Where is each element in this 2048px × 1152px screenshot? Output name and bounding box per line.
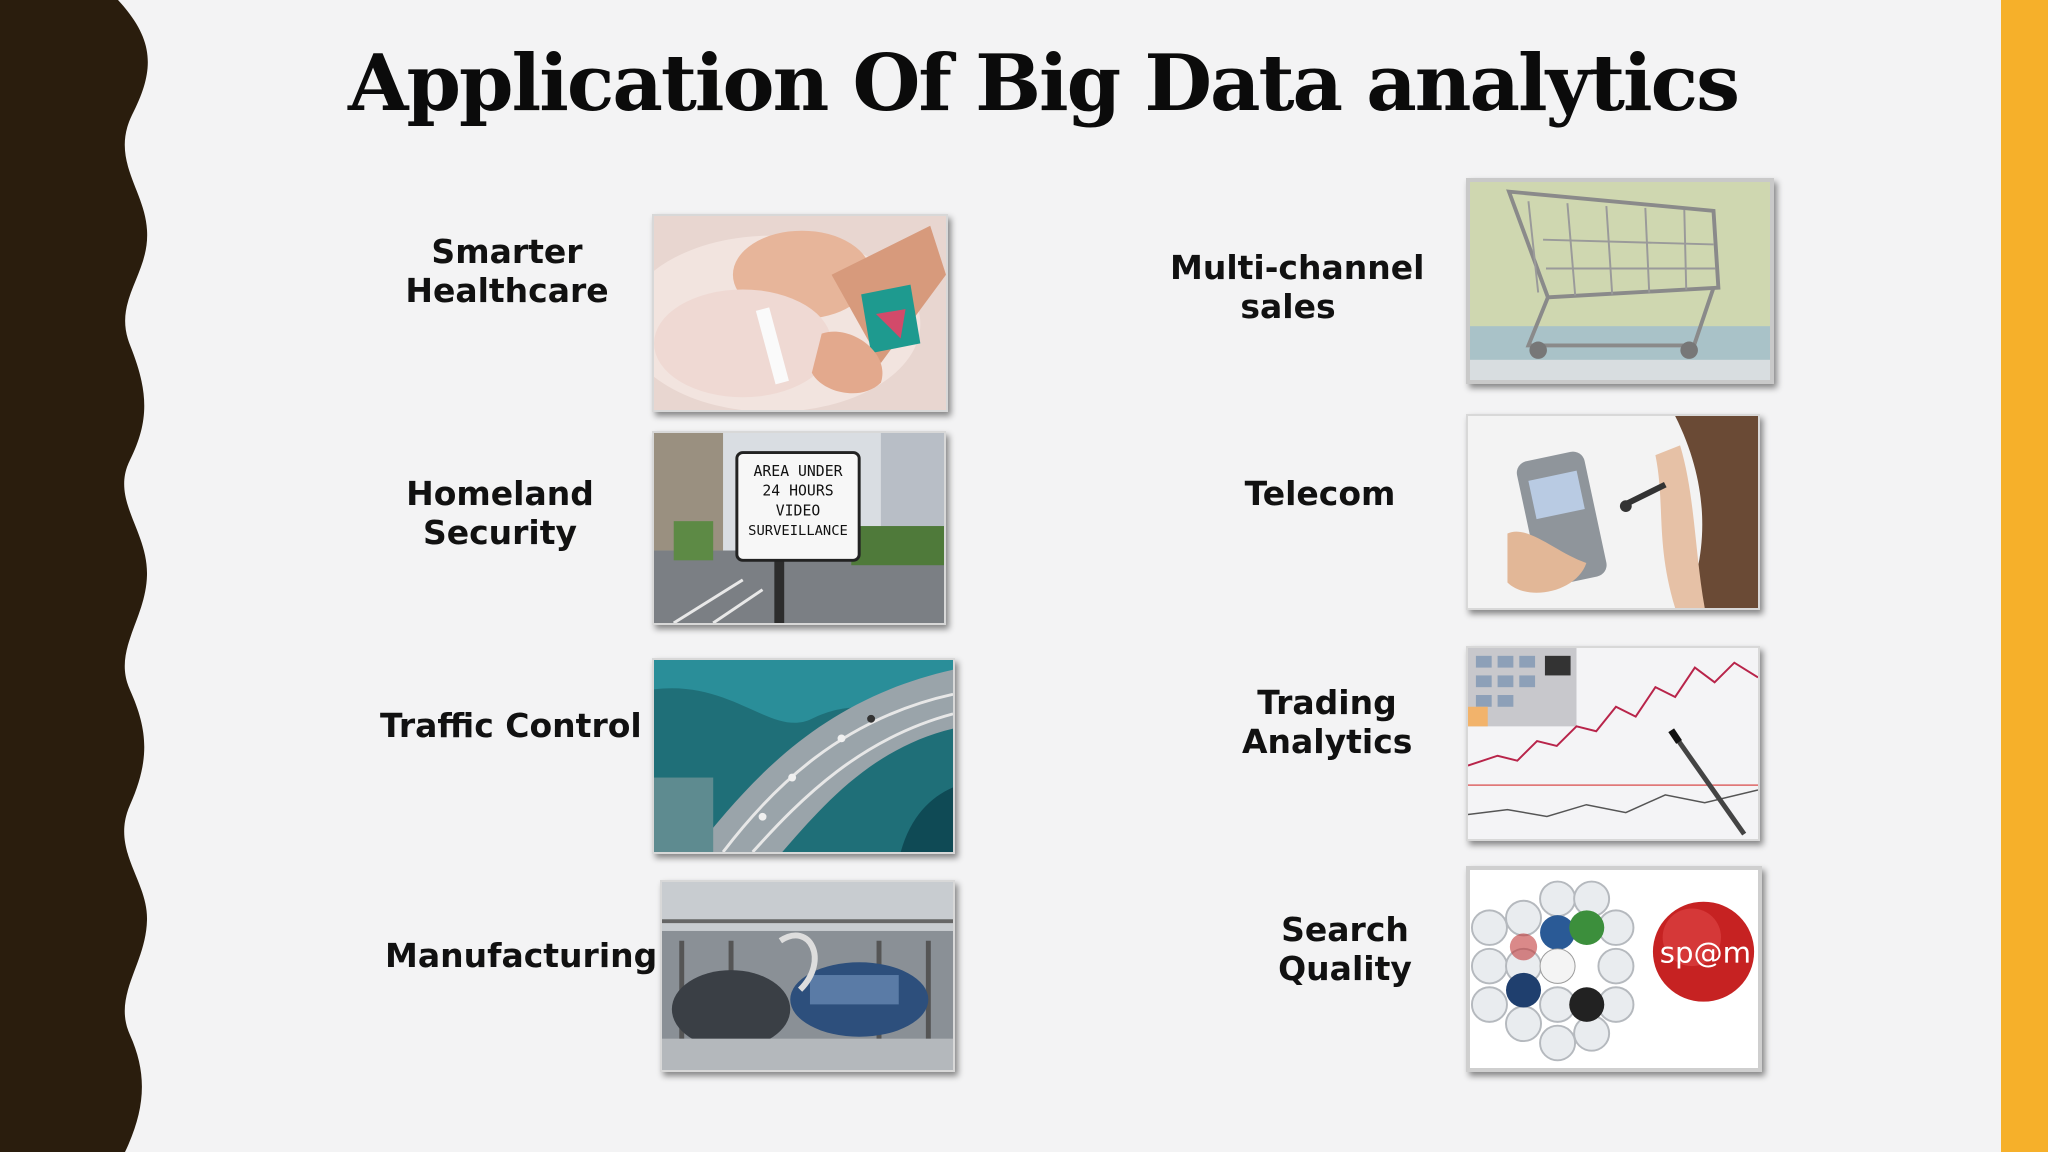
- sign-text-line2: 24 HOURS: [762, 483, 833, 500]
- label-trading-analytics: Trading Analytics: [1242, 683, 1413, 761]
- label-telecom: Telecom: [1244, 474, 1396, 513]
- sign-text-line1: AREA UNDER: [753, 463, 842, 480]
- sign-text-line4: SURVEILLANCE: [748, 523, 848, 539]
- label-smarter-healthcare: Smarter Healthcare: [405, 232, 609, 310]
- label-multi-channel-sales: Multi-channel sales: [1170, 248, 1425, 326]
- label-homeland-security: Homeland Security: [406, 474, 594, 552]
- sign-text-line3: VIDEO: [776, 502, 821, 519]
- label-search-quality: Search Quality: [1278, 910, 1412, 988]
- slide-title: Application Of Big Data analytics: [348, 38, 1740, 129]
- infant-photo: [652, 214, 948, 412]
- left-wavy-border: [0, 0, 148, 1152]
- label-manufacturing: Manufacturing: [385, 936, 658, 975]
- phone-headset-photo: [1466, 414, 1760, 610]
- stock-chart-photo: [1466, 646, 1760, 841]
- car-factory-photo: [660, 880, 955, 1072]
- highway-aerial-photo: [652, 658, 955, 854]
- search-engines-spam-photo: sp@m: [1466, 866, 1762, 1072]
- label-traffic-control: Traffic Control: [380, 706, 642, 745]
- right-accent-bar: [2001, 0, 2048, 1152]
- spam-badge-text: sp@m: [1660, 935, 1751, 969]
- shopping-cart-photo: [1466, 178, 1774, 384]
- surveillance-sign-photo: AREA UNDER 24 HOURS VIDEO SURVEILLANCE: [652, 431, 946, 625]
